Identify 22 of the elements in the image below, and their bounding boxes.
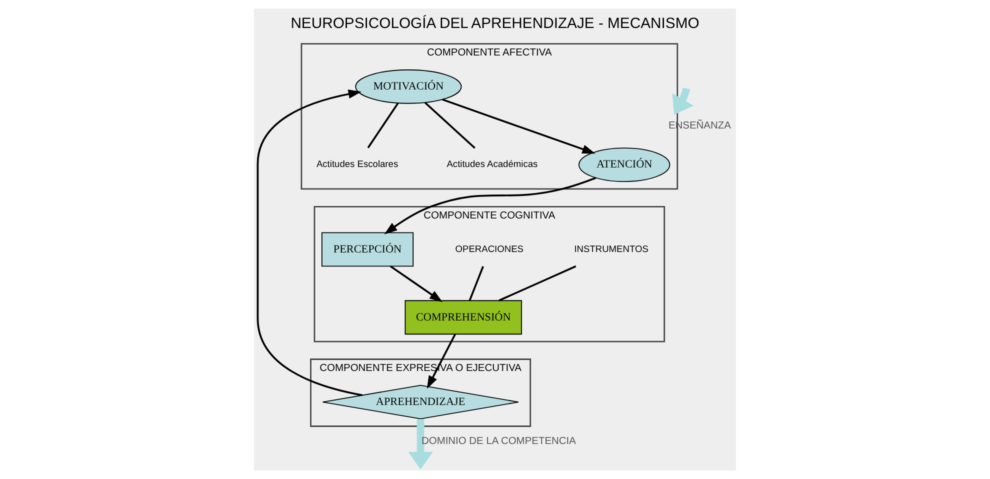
connector: [424, 102, 476, 149]
arrow: [442, 98, 596, 154]
connector: [498, 265, 576, 302]
connector: [367, 102, 399, 148]
diagram-title: NEUROPSICOLOGÍA DEL APREHENDIZAJE - MECANISMO: [290, 16, 700, 32]
arrow: [426, 334, 456, 389]
connector: [468, 266, 484, 301]
node-text: OPERACIONES: [455, 244, 524, 254]
node-ellipse: MOTIVACIÓN: [355, 69, 462, 104]
edge-label: DOMINIO DE LA COMPETENCIA: [421, 436, 576, 447]
node-ellipse: ATENCIÓN: [578, 148, 670, 182]
arrow: [408, 419, 433, 470]
arrow: [672, 88, 694, 115]
node-box: PERCEPCIÓN: [321, 232, 414, 267]
node-box: COMPREHENSIÓN: [404, 300, 522, 335]
arrow: [390, 265, 443, 302]
node-text: Actitudes Escolares: [316, 159, 398, 170]
node-text: INSTRUMENTOS: [574, 244, 648, 254]
node-diamond: APREHENDIZAJE: [322, 384, 519, 420]
arrow: [256, 90, 362, 396]
arrow: [384, 176, 596, 234]
node-text: Actitudes Académicas: [446, 159, 538, 170]
